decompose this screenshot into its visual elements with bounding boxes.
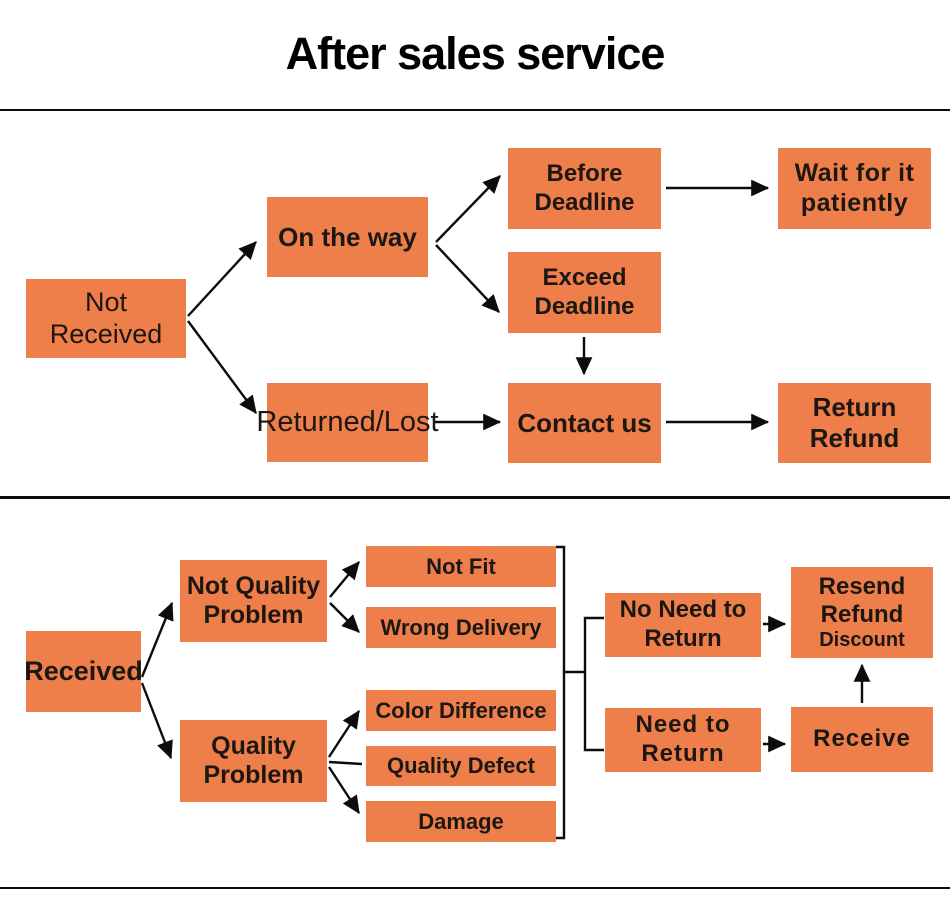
node-label: Exceed Deadline <box>534 264 635 320</box>
node-before-deadline: Before Deadline <box>508 148 661 229</box>
node-label: Not Received <box>49 286 163 349</box>
fork-to-return-options <box>583 616 604 752</box>
node-label: Before Deadline <box>534 160 635 216</box>
node-damage: Damage <box>366 801 556 842</box>
node-wait-for-it-patiently: Wait for it patiently <box>778 148 931 229</box>
node-not-received: Not Received <box>26 279 186 358</box>
line-qp-to-quality-defect <box>328 760 363 766</box>
arrow-not-received-to-on-the-way <box>187 241 257 317</box>
node-label: Not Fit <box>426 553 496 579</box>
divider-middle <box>0 496 950 499</box>
node-label: Received <box>24 655 143 686</box>
node-wrong-delivery: Wrong Delivery <box>366 607 556 648</box>
node-label: Wait for it patiently <box>794 159 915 217</box>
arrow-not-received-to-returned-lost <box>187 320 257 414</box>
node-label: Need to Return <box>635 711 731 767</box>
node-label: Wrong Delivery <box>380 614 542 640</box>
node-label: Not Quality Problem <box>186 572 321 629</box>
node-not-fit: Not Fit <box>366 546 556 587</box>
node-label: Quality Problem <box>203 732 304 789</box>
arrow-qp-to-color-difference <box>327 709 361 758</box>
node-label: Damage <box>418 808 504 834</box>
bracket-small-boxes <box>556 545 566 840</box>
node-returned-lost: Returned/Lost <box>256 383 439 462</box>
arrow-received-to-quality-problem <box>140 682 173 760</box>
arrow-on-the-way-to-exceed-deadline <box>435 244 500 313</box>
arrow-nqp-to-not-fit <box>329 561 360 598</box>
node-received: Received <box>24 631 143 712</box>
node-label: Contact us <box>517 407 652 438</box>
node-exceed-deadline: Exceed Deadline <box>508 252 661 333</box>
node-label: Color Difference <box>375 697 547 723</box>
node-color-difference: Color Difference <box>366 690 556 731</box>
divider-top <box>0 109 950 111</box>
node-label: No Need to Return <box>619 596 747 652</box>
node-sub-label: Discount <box>819 629 905 652</box>
node-return-refund: Return Refund <box>778 383 931 463</box>
node-not-quality-problem: Not Quality Problem <box>180 560 327 642</box>
node-label: Resend Refund <box>818 572 906 628</box>
node-quality-problem: Quality Problem <box>180 720 327 802</box>
node-label: Return Refund <box>809 392 900 453</box>
node-contact-us: Contact us <box>508 383 661 463</box>
arrow-received-to-not-quality-problem <box>140 601 174 678</box>
arrow-nqp-to-wrong-delivery <box>329 602 360 633</box>
node-receive: Receive <box>791 707 933 772</box>
node-label: Quality Defect <box>387 753 535 779</box>
node-quality-defect: Quality Defect <box>366 746 556 786</box>
divider-bottom <box>0 887 950 889</box>
arrow-qp-to-damage <box>327 766 361 815</box>
arrow-on-the-way-to-before-deadline <box>435 175 501 243</box>
page-title: After sales service <box>285 28 666 79</box>
node-on-the-way: On the way <box>267 197 428 277</box>
node-resend-refund-discount: Resend Refund Discount <box>791 567 933 658</box>
node-no-need-to-return: No Need to Return <box>605 593 761 657</box>
node-label: On the way <box>278 221 417 252</box>
node-label: Returned/Lost <box>256 406 439 439</box>
node-need-to-return: Need to Return <box>605 708 761 772</box>
node-label: Receive <box>813 725 911 753</box>
